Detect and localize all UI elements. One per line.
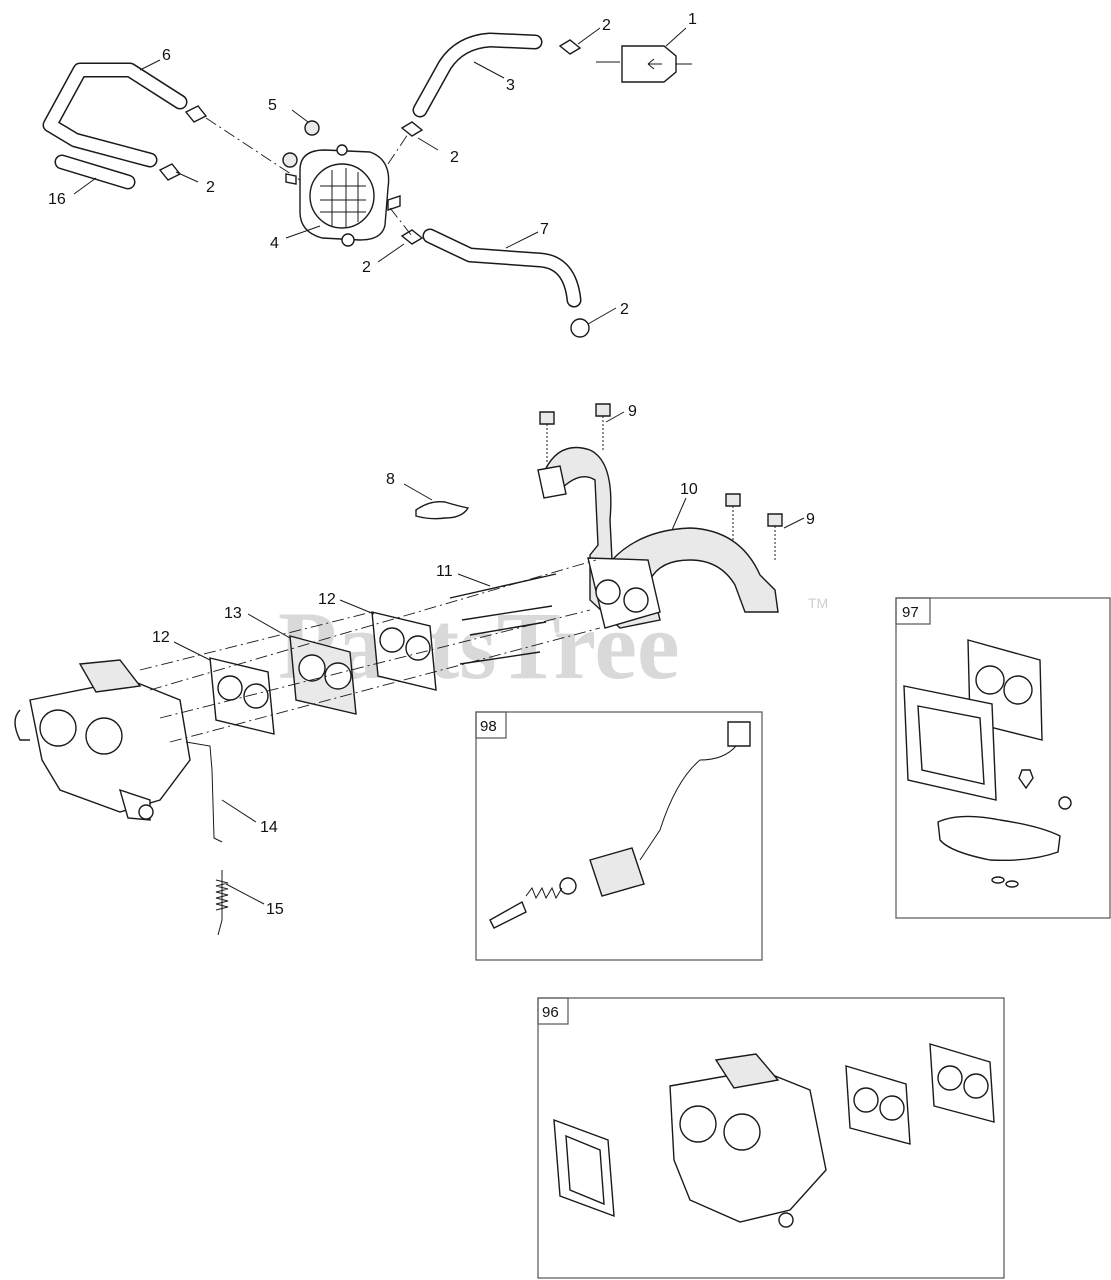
manifold-bolt[interactable] — [539, 403, 783, 560]
carburetor[interactable] — [14, 659, 191, 821]
assembly-guide-lines — [205, 117, 413, 237]
callout-3: 3 — [506, 77, 515, 94]
callout-1: 1 — [688, 11, 697, 28]
callout-2: 2 — [206, 179, 215, 196]
callout-2: 2 — [620, 301, 629, 318]
intake-manifold[interactable] — [537, 446, 779, 629]
fuel-hose-3[interactable] — [412, 32, 543, 118]
manifold-gasket-small[interactable] — [415, 500, 470, 520]
kit-97-gasket-kit[interactable]: 97 — [895, 597, 1111, 919]
fuel-pump[interactable] — [285, 144, 401, 247]
callout-14: 14 — [260, 819, 278, 836]
kit-98-label: 98 — [480, 718, 497, 735]
callout-6: 6 — [162, 47, 171, 64]
throttle-linkage-rod[interactable] — [185, 741, 223, 843]
watermark-trademark: TM — [808, 595, 828, 611]
callout-5: 5 — [268, 97, 277, 114]
callout-numbers: 1 2 3 5 6 2 2 16 4 2 7 2 9 8 10 9 11 12 … — [48, 11, 815, 918]
callout-4: 4 — [270, 235, 279, 252]
callout-16: 16 — [48, 191, 66, 208]
callout-leaders — [73, 27, 805, 905]
callout-12: 12 — [152, 629, 170, 646]
assembly-guide-lines — [139, 559, 601, 743]
hose-clamp[interactable] — [158, 39, 590, 338]
callout-12: 12 — [318, 591, 336, 608]
callout-10: 10 — [680, 481, 698, 498]
carburetor-gasket-12-front[interactable] — [209, 657, 275, 735]
fuel-hose-16[interactable] — [54, 154, 136, 190]
callout-13: 13 — [224, 605, 242, 622]
kit-98-fuel-solenoid[interactable]: 98 — [475, 711, 763, 961]
callout-2: 2 — [362, 259, 371, 276]
callout-11: 11 — [436, 563, 453, 580]
callout-7: 7 — [540, 221, 549, 238]
fuel-filter[interactable] — [596, 45, 692, 83]
callout-9: 9 — [806, 511, 815, 528]
callout-8: 8 — [386, 471, 395, 488]
fuel-hose-7[interactable] — [422, 228, 582, 308]
callout-2: 2 — [602, 17, 611, 34]
kit-96-carburetor-kit[interactable]: 96 — [537, 997, 1005, 1279]
carburetor-spacer[interactable] — [289, 635, 357, 715]
kit-96-label: 96 — [542, 1004, 559, 1021]
carburetor-gasket-12-rear[interactable] — [371, 611, 437, 691]
pump-mounting-screw[interactable] — [282, 120, 320, 168]
callout-9: 9 — [628, 403, 637, 420]
callout-15: 15 — [266, 901, 284, 918]
kit-97-label: 97 — [902, 604, 919, 621]
callout-2: 2 — [450, 149, 459, 166]
fuel-hose-6[interactable] — [42, 62, 188, 168]
governor-spring[interactable] — [215, 870, 229, 936]
